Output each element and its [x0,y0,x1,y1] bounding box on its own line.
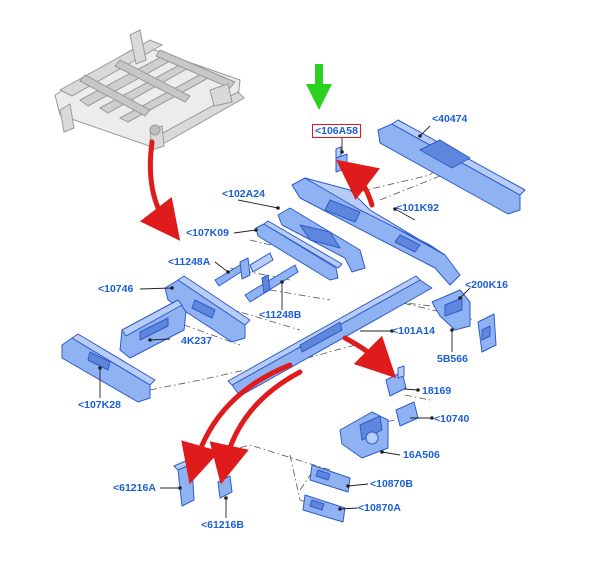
part-4K237-crossmember[interactable] [119,299,187,359]
label-16A506[interactable]: 16A506 [403,449,440,461]
leader-lines [99,125,471,518]
leader-dots [98,134,462,511]
part-16A506-bracket[interactable] [339,411,389,459]
part-11248A-bracket[interactable] [214,252,274,287]
label-61216B[interactable]: <61216B [201,519,244,531]
label-101K92[interactable]: <101K92 [396,202,439,214]
frame-overview-thumbnail [54,29,245,151]
part-200K16-bracket[interactable] [477,313,497,353]
part-61216A-bracket[interactable] [173,459,195,507]
red-callout-arrows [139,139,397,485]
label-10870B[interactable]: <10870B [370,478,413,490]
label-10746[interactable]: <10746 [98,283,134,295]
label-106A58[interactable]: <106A58 [312,124,361,138]
part-10870A-bracket[interactable] [302,494,346,523]
label-10740[interactable]: <10740 [434,413,470,425]
label-107K28[interactable]: <107K28 [78,399,121,411]
label-61216A[interactable]: <61216A [113,482,156,494]
part-10746-crossmember[interactable] [164,275,251,343]
label-200K16[interactable]: <200K16 [465,279,508,291]
label-10870A[interactable]: <10870A [358,502,401,514]
curved-arrow-icon [139,139,181,241]
label-11248B[interactable]: <11248B [259,309,302,321]
part-5B566-bracket[interactable] [431,289,471,331]
label-102A24[interactable]: <102A24 [222,188,265,200]
label-18169[interactable]: 18169 [422,385,452,397]
label-5B566[interactable]: 5B566 [437,353,468,365]
curved-arrow-icon [336,159,381,208]
label-107K09[interactable]: <107K09 [186,227,229,239]
label-40474[interactable]: <40474 [432,113,468,125]
part-11248B-bracket[interactable] [244,264,299,303]
part-107K09-crossmember[interactable] [255,220,343,281]
curved-arrow-icon [342,335,397,379]
curved-arrow-icon [209,369,303,485]
part-107K28-crossmember[interactable] [61,333,156,403]
curved-arrow-icon [181,362,293,485]
part-10740-bracket[interactable] [395,401,419,427]
down-arrow-icon [306,64,332,110]
part-40474-crossmember[interactable] [377,119,526,215]
label-4K237[interactable]: 4K237 [181,335,212,347]
part-18169-bracket[interactable] [385,365,407,397]
label-11248A[interactable]: <11248A [168,256,211,268]
part-61216B-bracket[interactable] [217,475,233,499]
part-10870B-bracket[interactable] [309,464,351,493]
label-101A14[interactable]: <101A14 [392,325,435,337]
part-102A24-crossmember[interactable] [277,207,366,273]
